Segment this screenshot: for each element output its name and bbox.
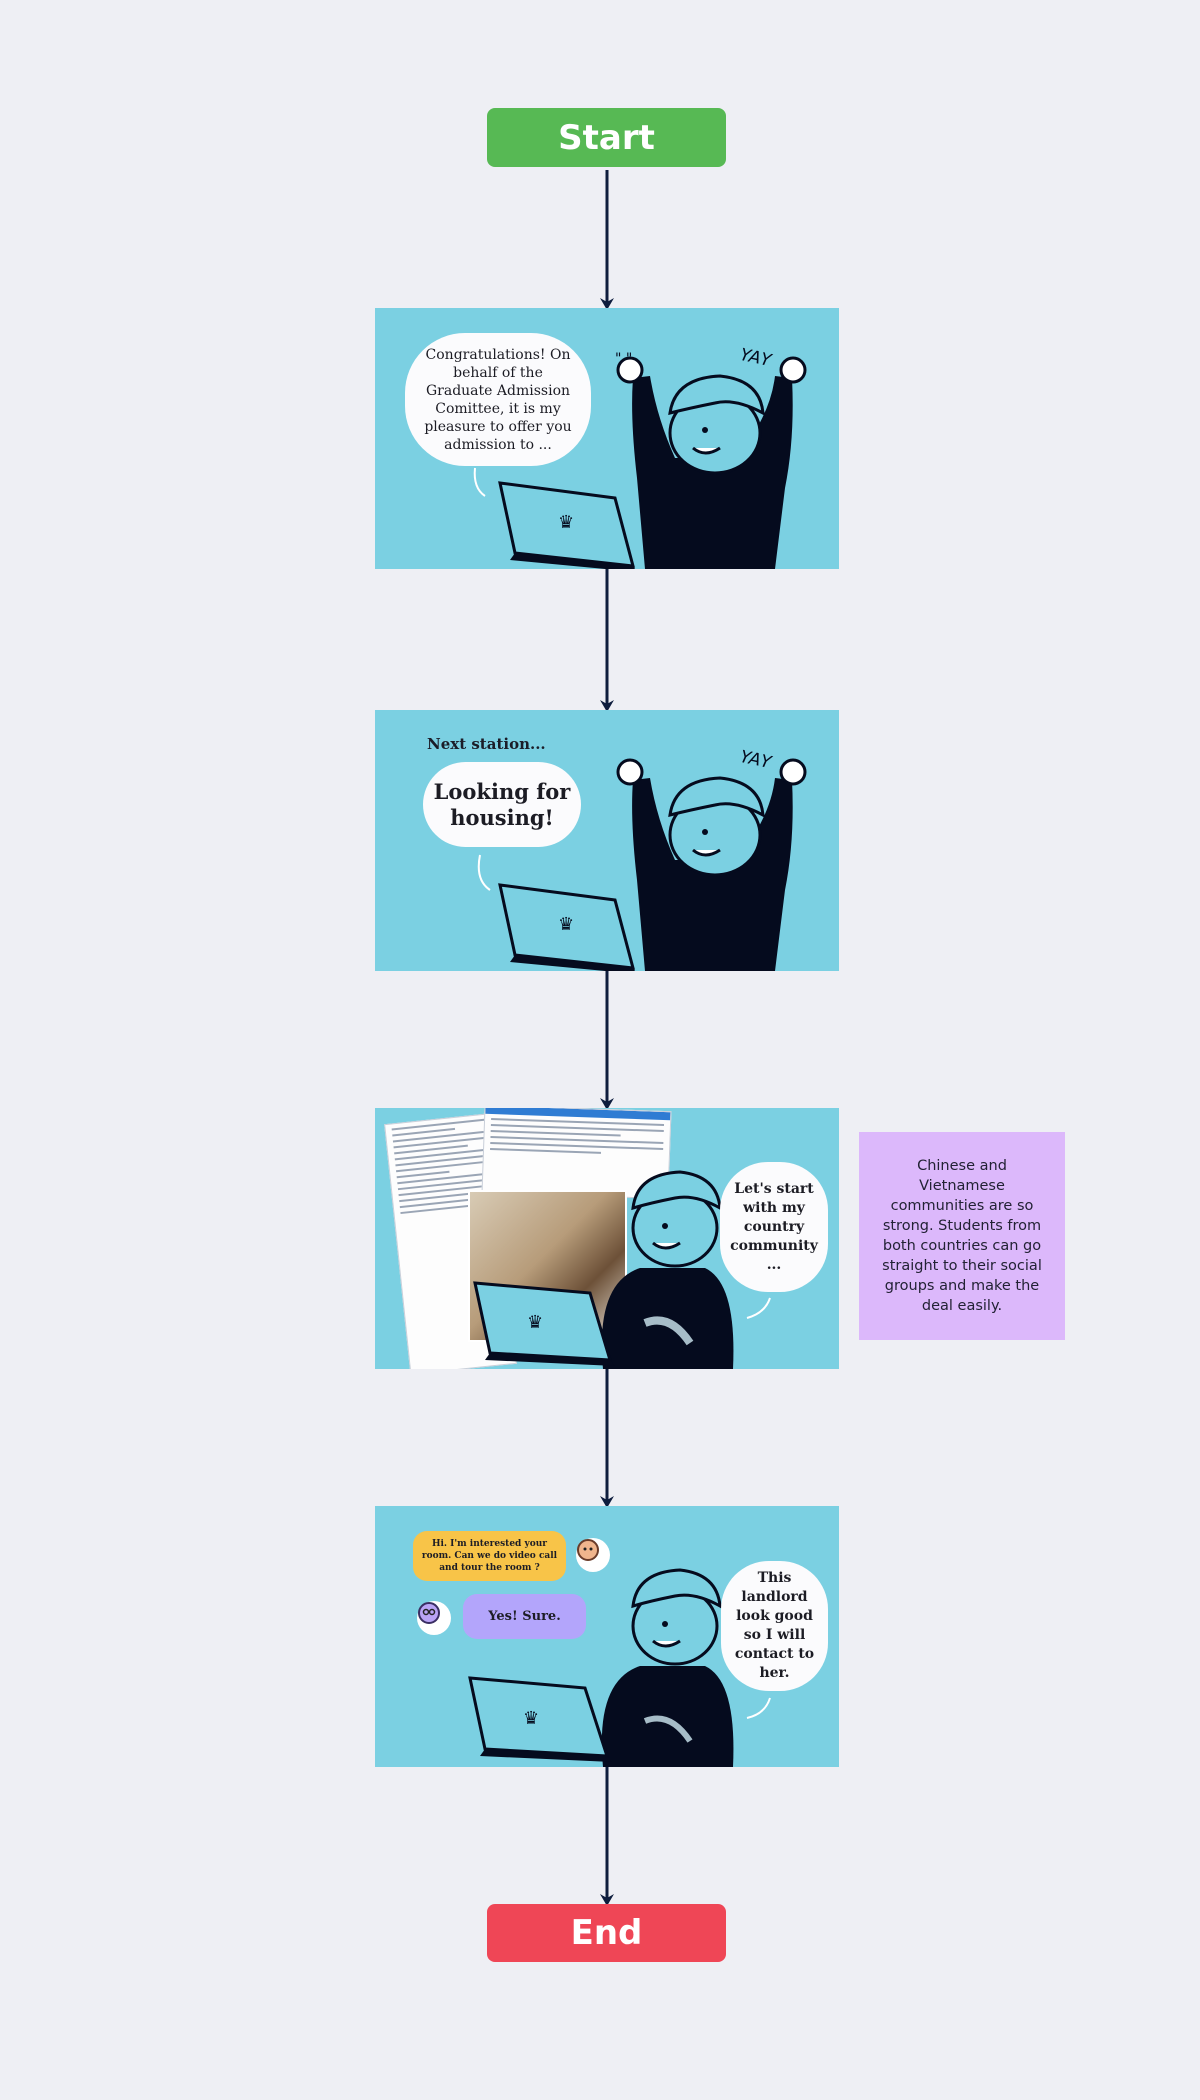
svg-text:♛: ♛ bbox=[527, 1312, 543, 1333]
svg-text:♛: ♛ bbox=[558, 512, 574, 533]
speech-text: Let's start with my country community ..… bbox=[730, 1180, 818, 1273]
end-node[interactable]: End bbox=[487, 1904, 726, 1962]
character-illustration: ♛ " " bbox=[473, 351, 807, 569]
speech-text: This landlord look good so I will contac… bbox=[734, 1570, 815, 1681]
character-illustration: ♛ bbox=[477, 758, 807, 971]
svg-text:" ": " " bbox=[615, 351, 632, 367]
character-illustration: ♛ bbox=[473, 1170, 771, 1369]
start-label: Start bbox=[558, 117, 655, 158]
side-note: Chinese and Vietnamese communities are s… bbox=[859, 1132, 1065, 1340]
speech-bubble: Let's start with my country community ..… bbox=[720, 1162, 828, 1292]
speech-bubble: This landlord look good so I will contac… bbox=[721, 1561, 828, 1691]
landlord-avatar-icon bbox=[417, 1601, 451, 1635]
chat-message-2: Yes! Sure. bbox=[463, 1594, 586, 1639]
end-label: End bbox=[570, 1913, 643, 1953]
speech-text: Congratulations! On behalf of the Gradua… bbox=[424, 346, 572, 453]
panel-community: ♛ Let's start with my country community … bbox=[375, 1108, 839, 1369]
start-node[interactable]: Start bbox=[487, 108, 726, 167]
panel-housing: ♛ Next station... YAY Looking for housin… bbox=[375, 710, 839, 971]
student-avatar-icon bbox=[576, 1538, 610, 1572]
side-note-text: Chinese and Vietnamese communities are s… bbox=[882, 1158, 1042, 1314]
chat-message-1: Hi. I'm interested your room. Can we do … bbox=[413, 1531, 566, 1581]
speech-bubble: Looking for housing! bbox=[423, 762, 581, 847]
svg-text:♛: ♛ bbox=[558, 914, 574, 935]
caption-text: Next station... bbox=[427, 735, 546, 753]
chat-message-2-text: Yes! Sure. bbox=[488, 1609, 561, 1624]
character-illustration: ♛ bbox=[468, 1568, 771, 1767]
speech-bubble: Congratulations! On behalf of the Gradua… bbox=[405, 333, 591, 466]
panel-contact-landlord: Hi. I'm interested your room. Can we do … bbox=[375, 1506, 839, 1767]
panel-admission: ♛ " " YAY Congratulations! On behalf of … bbox=[375, 308, 839, 569]
speech-text: Looking for housing! bbox=[433, 778, 571, 830]
svg-text:♛: ♛ bbox=[523, 1708, 539, 1729]
chat-message-1-text: Hi. I'm interested your room. Can we do … bbox=[421, 1539, 558, 1573]
